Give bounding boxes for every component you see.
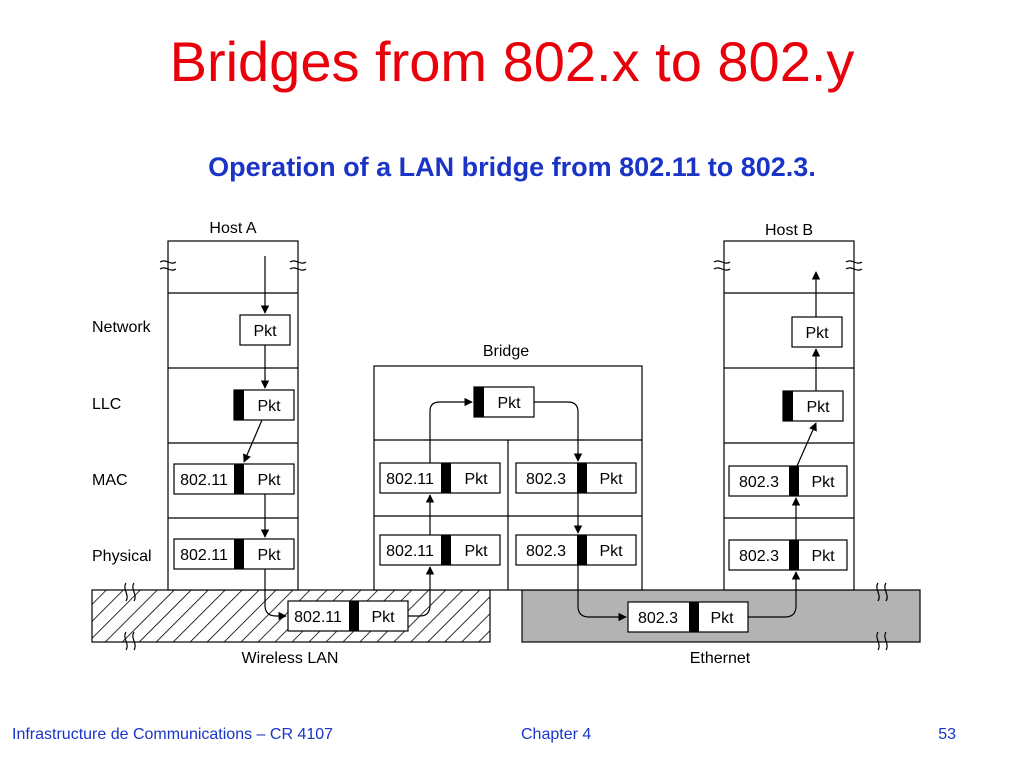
svg-text:802.11: 802.11 <box>180 547 228 564</box>
bridge-mac-frame-802-11: 802.11 Pkt <box>379 462 501 494</box>
host-b-label: Host B <box>765 222 813 239</box>
svg-text:Pkt: Pkt <box>253 323 277 340</box>
bridge-label: Bridge <box>483 343 529 360</box>
host-a-llc-packet: Pkt <box>233 389 295 421</box>
svg-text:Pkt: Pkt <box>811 548 835 565</box>
svg-text:Pkt: Pkt <box>806 399 830 416</box>
bridge-physical-frame-802-3: 802.3 Pkt <box>515 534 637 566</box>
arrow-host-a-to-air <box>264 569 287 621</box>
svg-text:802.3: 802.3 <box>739 474 779 491</box>
svg-text:Pkt: Pkt <box>805 325 829 342</box>
svg-text:Pkt: Pkt <box>710 610 734 627</box>
arrow-air-to-bridge <box>408 566 435 617</box>
bridge-physical-frame-802-11: 802.11 Pkt <box>379 534 501 566</box>
svg-text:802.3: 802.3 <box>739 548 779 565</box>
layer-label-llc: LLC <box>92 396 121 413</box>
svg-text:Pkt: Pkt <box>811 474 835 491</box>
host-a-network-packet: Pkt <box>239 314 291 346</box>
flow-arrows <box>243 256 821 622</box>
host-a-break-marks <box>159 260 307 271</box>
host-a-mac-frame: 802.11 Pkt <box>173 463 295 495</box>
arrow-ethernet-to-host-b <box>748 571 801 618</box>
arrow-bridge-to-ethernet <box>577 565 627 622</box>
arrow-bridge-across <box>534 401 583 462</box>
ethernet-frame: 802.3 Pkt <box>627 601 749 633</box>
layer-label-mac: MAC <box>92 472 128 489</box>
host-b-llc-packet: Pkt <box>782 390 844 422</box>
wireless-lan-label: Wireless LAN <box>242 650 339 667</box>
host-b-break-marks <box>713 260 863 271</box>
bridge-mac-frame-802-3: 802.3 Pkt <box>515 462 637 494</box>
arrow-bridge-up-2 <box>429 397 473 463</box>
svg-text:802.11: 802.11 <box>180 472 228 489</box>
svg-text:802.3: 802.3 <box>526 471 566 488</box>
slide-title: Bridges from 802.x to 802.y <box>169 30 855 93</box>
svg-text:Pkt: Pkt <box>497 395 521 412</box>
slide-subtitle: Operation of a LAN bridge from 802.11 to… <box>208 152 816 182</box>
svg-text:Pkt: Pkt <box>464 543 488 560</box>
arrow-host-a-down-3 <box>243 419 263 463</box>
svg-text:802.11: 802.11 <box>386 543 434 560</box>
host-a-label: Host A <box>209 220 256 237</box>
footer-course: Infrastructure de Communications – CR 41… <box>12 726 334 743</box>
bridge-llc-packet: Pkt <box>473 386 535 418</box>
host-b-network-packet: Pkt <box>791 316 843 348</box>
footer-page-number: 53 <box>938 726 956 743</box>
svg-text:Pkt: Pkt <box>599 471 623 488</box>
footer-chapter: Chapter 4 <box>521 726 592 743</box>
host-b-mac-frame: 802.3 Pkt <box>728 465 848 497</box>
svg-text:802.3: 802.3 <box>638 610 678 627</box>
svg-text:Pkt: Pkt <box>257 472 281 489</box>
svg-text:802.11: 802.11 <box>294 609 342 626</box>
layer-label-physical: Physical <box>92 548 152 565</box>
arrow-host-b-up-2 <box>796 422 817 467</box>
host-b-physical-frame: 802.3 Pkt <box>728 539 848 571</box>
layer-label-network: Network <box>92 319 152 336</box>
svg-text:Pkt: Pkt <box>257 547 281 564</box>
svg-text:802.3: 802.3 <box>526 543 566 560</box>
wireless-lan-frame: 802.11 Pkt <box>287 600 409 632</box>
svg-text:Pkt: Pkt <box>257 398 281 415</box>
svg-text:Pkt: Pkt <box>599 543 623 560</box>
svg-text:Pkt: Pkt <box>371 609 395 626</box>
network-break-marks <box>124 582 888 651</box>
svg-text:Pkt: Pkt <box>464 471 488 488</box>
svg-text:802.11: 802.11 <box>386 471 434 488</box>
ethernet-label: Ethernet <box>690 650 751 667</box>
host-a-physical-frame: 802.11 Pkt <box>173 538 295 570</box>
